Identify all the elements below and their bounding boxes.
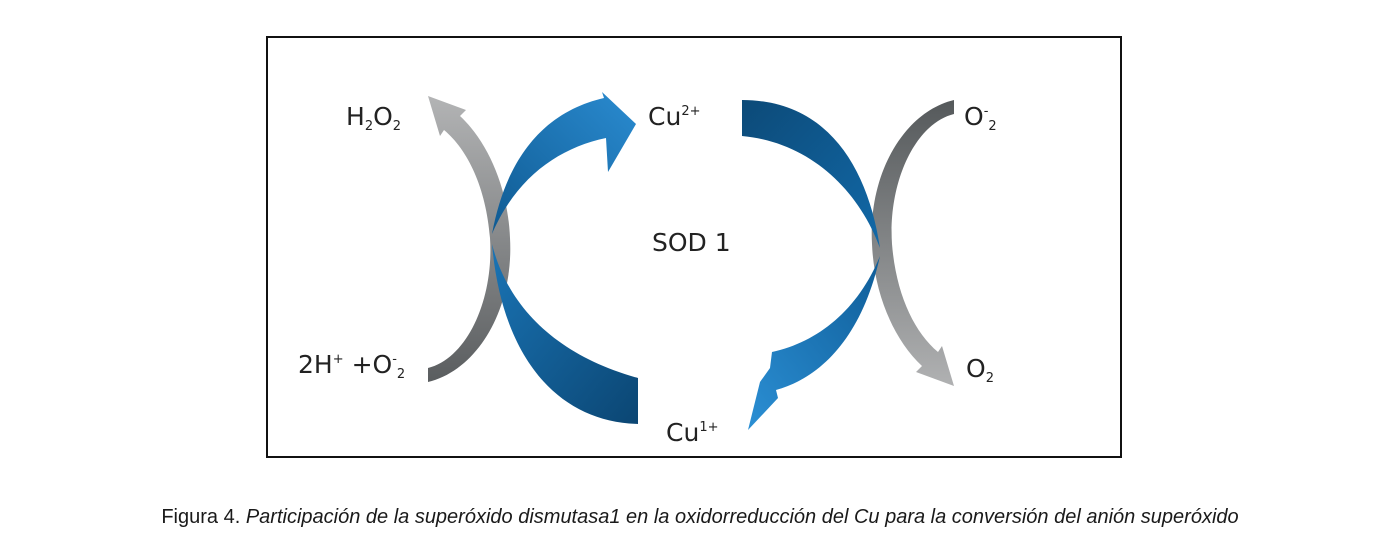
figure-caption: Figura 4. Participación de la superóxido… [0,506,1400,529]
arrow-blue-bottom-left [492,244,638,424]
arrow-blue-top-left [492,92,636,234]
cycle-diagram [428,92,954,430]
reactants-label: 2H+ +O-2 [298,350,406,382]
arrow-blue-top-right [742,100,880,248]
cu2-label: Cu2+ [648,102,701,131]
cu1-label: Cu1+ [666,418,719,447]
arrow-right-gray [871,100,954,386]
figure-frame: Cu2+ Cu1+ SOD 1 H2O2 2H+ +O-2 O-2 O2 [266,36,1122,458]
o2-label: O2 [966,354,994,386]
sod1-label: SOD 1 [652,228,731,257]
caption-text: Participación de la superóxido dismutasa… [245,506,1239,528]
arrow-left-gray [428,96,511,382]
arrow-blue-bottom-right [748,256,880,430]
h2o2-label: H2O2 [346,102,402,134]
caption-prefix: Figura 4. [161,506,246,528]
superoxide-label: O-2 [964,102,997,134]
